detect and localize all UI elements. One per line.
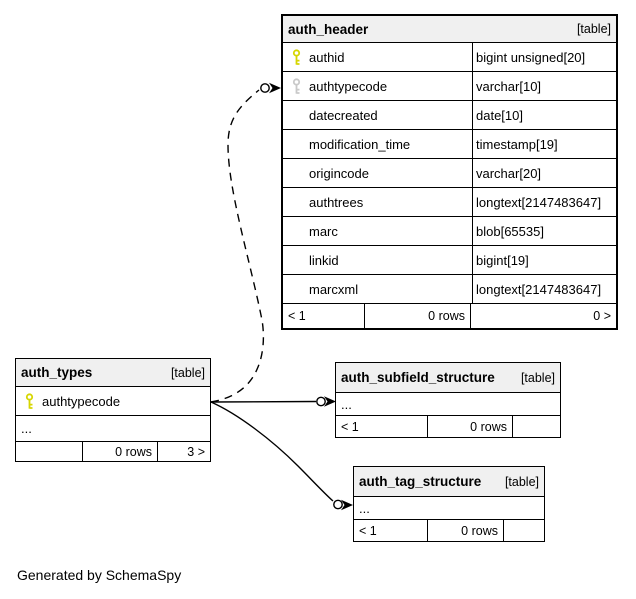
table-auth-subfield-structure: auth_subfield_structure [table] ... < 1 … xyxy=(335,362,561,438)
zero-or-one-circle xyxy=(260,83,270,93)
column-name: linkid xyxy=(309,252,339,268)
column-name: authtrees xyxy=(309,194,364,210)
arrowhead-icon xyxy=(341,499,353,511)
related-to-count: 0 > xyxy=(593,309,611,323)
column-name: marc xyxy=(309,223,338,239)
zero-or-one-circle xyxy=(333,499,343,510)
table-type-tag: [table] xyxy=(576,22,611,36)
table-title-link[interactable]: auth_types xyxy=(21,365,93,380)
primary-key-icon xyxy=(292,48,301,65)
primary-key-icon xyxy=(25,392,34,409)
more-columns-ellipsis: ... xyxy=(16,416,210,442)
column-type: bigint unsigned[20] xyxy=(472,43,616,71)
table-title-link[interactable]: auth_tag_structure xyxy=(359,474,482,489)
table-type-tag: [table] xyxy=(170,365,205,380)
column-row: origincode varchar[20] xyxy=(283,159,616,188)
related-from-count: < 1 xyxy=(283,304,365,328)
column-row: marcxml longtext[2147483647] xyxy=(283,275,616,304)
foreign-key-icon xyxy=(292,77,301,94)
column-row: marc blob[65535] xyxy=(283,217,616,246)
column-name: authtypecode xyxy=(309,78,388,94)
more-columns-ellipsis: ... xyxy=(354,497,544,520)
column-row: authtypecode xyxy=(16,387,210,416)
related-from-count xyxy=(16,442,83,461)
column-type: varchar[20] xyxy=(472,159,616,187)
column-name: marcxml xyxy=(309,281,359,297)
relationship-auth-types-auth-header xyxy=(210,82,281,403)
table-header-bar: auth_types [table] xyxy=(16,359,210,387)
table-type-tag: [table] xyxy=(520,370,555,385)
column-type: timestamp[19] xyxy=(472,130,616,158)
table-header-bar: auth_header [table] xyxy=(283,16,616,43)
related-to-count xyxy=(504,520,544,541)
column-type: varchar[10] xyxy=(472,72,616,100)
table-auth-tag-structure: auth_tag_structure [table] ... < 1 0 row… xyxy=(353,466,545,542)
column-row: linkid bigint[19] xyxy=(283,246,616,275)
column-name: modification_time xyxy=(309,136,411,152)
column-name-cell: modification_time xyxy=(283,130,472,158)
table-footer: < 1 0 rows xyxy=(354,520,544,541)
row-count: 0 rows xyxy=(428,416,513,437)
row-count: 0 rows xyxy=(428,520,504,541)
column-type: blob[65535] xyxy=(472,217,616,245)
column-row: modification_time timestamp[19] xyxy=(283,130,616,159)
zero-or-one-circle xyxy=(316,396,326,407)
column-row: authtypecode varchar[10] xyxy=(283,72,616,101)
relationship-auth-types-auth-tag-structure xyxy=(210,401,353,511)
more-columns-ellipsis: ... xyxy=(336,393,560,416)
column-type: bigint[19] xyxy=(472,246,616,274)
column-name-cell: authid xyxy=(283,43,472,71)
related-from-count: < 1 xyxy=(354,520,428,541)
column-name-cell: linkid xyxy=(283,246,472,274)
column-name-cell: origincode xyxy=(283,159,472,187)
table-title-link[interactable]: auth_header xyxy=(288,21,369,37)
column-name: origincode xyxy=(309,165,369,181)
row-count: 0 rows xyxy=(365,304,471,328)
related-from-count: < 1 xyxy=(336,416,428,437)
column-name-cell: marc xyxy=(283,217,472,245)
table-type-tag: [table] xyxy=(504,474,539,489)
column-name-cell: authtypecode xyxy=(283,72,472,100)
table-header-bar: auth_subfield_structure [table] xyxy=(336,363,560,393)
table-header-bar: auth_tag_structure [table] xyxy=(354,467,544,497)
column-name: datecreated xyxy=(309,107,378,123)
table-footer: < 1 0 rows 0 > xyxy=(283,304,616,328)
column-row: authtrees longtext[2147483647] xyxy=(283,188,616,217)
relationship-auth-types-auth-subfield-structure xyxy=(210,396,336,407)
table-auth-header: auth_header [table] authid bigint unsign… xyxy=(281,14,618,330)
column-name-cell: datecreated xyxy=(283,101,472,129)
table-footer: 0 rows 3 > xyxy=(16,442,210,461)
column-name-cell: authtrees xyxy=(283,188,472,216)
column-name-cell: authtypecode xyxy=(16,387,210,415)
table-title-link[interactable]: auth_subfield_structure xyxy=(341,370,495,385)
column-row: datecreated date[10] xyxy=(283,101,616,130)
related-to-count xyxy=(513,416,560,437)
column-name: authid xyxy=(309,49,345,65)
column-type: longtext[2147483647] xyxy=(472,188,616,216)
table-footer: < 1 0 rows xyxy=(336,416,560,437)
arrowhead-icon xyxy=(269,82,281,94)
column-row: authid bigint unsigned[20] xyxy=(283,43,616,72)
generated-by-note: Generated by SchemaSpy xyxy=(17,567,182,583)
column-type: date[10] xyxy=(472,101,616,129)
related-to-count: 3 > xyxy=(187,444,205,459)
column-name-cell: marcxml xyxy=(283,275,472,303)
table-auth-types: auth_types [table] authtypecode ... 0 ro… xyxy=(15,358,211,462)
row-count: 0 rows xyxy=(83,442,158,461)
column-name: authtypecode xyxy=(42,393,121,409)
column-type: longtext[2147483647] xyxy=(472,275,616,303)
